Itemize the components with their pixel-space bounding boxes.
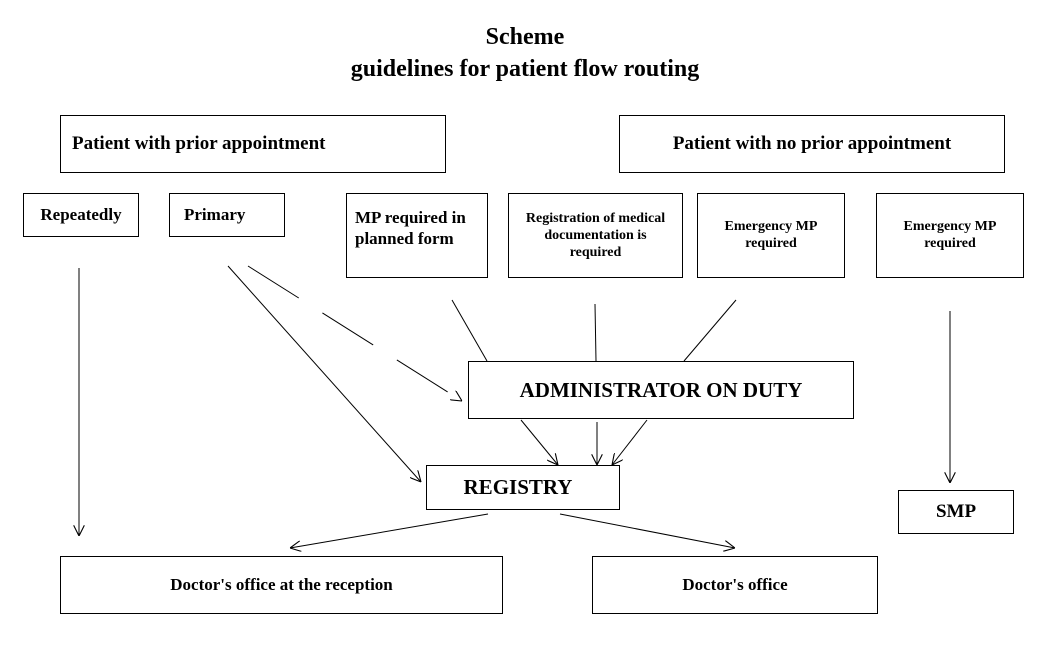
line-emergency-mp-to-administrator [683,299,737,362]
diagram-title-line-1: Scheme [485,24,565,50]
doctor-office-reception-label: Doctor's office at the reception [170,575,393,594]
line-registration-docs-to-administrator [594,303,597,362]
arrow-administrator-to-registry-left [520,419,558,465]
emergency-mp-box-1: Emergency MP required [697,193,845,278]
registry-box: REGISTRY [426,465,620,510]
arrow-primary-to-registry [227,265,421,482]
registry-label: REGISTRY [463,475,573,499]
arrow-registry-to-doctor-office [559,513,735,548]
emergency-mp-label-1: Emergency MP required [724,219,818,251]
emergency-mp-box-2: Emergency MP required [876,193,1024,278]
line-mp-planned-to-administrator [451,299,488,362]
doctor-office-label: Doctor's office [682,575,788,594]
diagram-title-line-2: guidelines for patient flow routing [350,56,700,82]
smp-box: SMP [898,490,1014,534]
arrow-registry-to-doctor-reception [290,513,489,548]
primary-box: Primary [169,193,285,237]
primary-label: Primary [184,205,246,224]
mp-planned-label: MP required in planned form [355,208,466,248]
administrator-on-duty-label: ADMINISTRATOR ON DUTY [519,377,803,402]
smp-label: SMP [935,501,977,522]
administrator-on-duty-box: ADMINISTRATOR ON DUTY [468,361,854,419]
emergency-mp-label-2: Emergency MP required [903,219,997,251]
no-prior-appointment-box: Patient with no prior appointment [619,115,1005,173]
registration-docs-box: Registration of medical documentation is… [508,193,683,278]
prior-appointment-label: Patient with prior appointment [72,133,326,154]
repeatedly-box: Repeatedly [23,193,139,237]
prior-appointment-box: Patient with prior appointment [60,115,446,173]
registration-docs-label: Registration of medical documentation is… [525,211,666,260]
repeatedly-label: Repeatedly [40,205,122,224]
no-prior-appointment-label: Patient with no prior appointment [672,133,952,154]
arrow-administrator-to-registry-right [612,419,648,465]
doctor-office-box: Doctor's office [592,556,878,614]
doctor-office-reception-box: Doctor's office at the reception [60,556,503,614]
arrow-primary-to-administrator-dashed [247,265,462,401]
mp-planned-box: MP required in planned form [346,193,488,278]
